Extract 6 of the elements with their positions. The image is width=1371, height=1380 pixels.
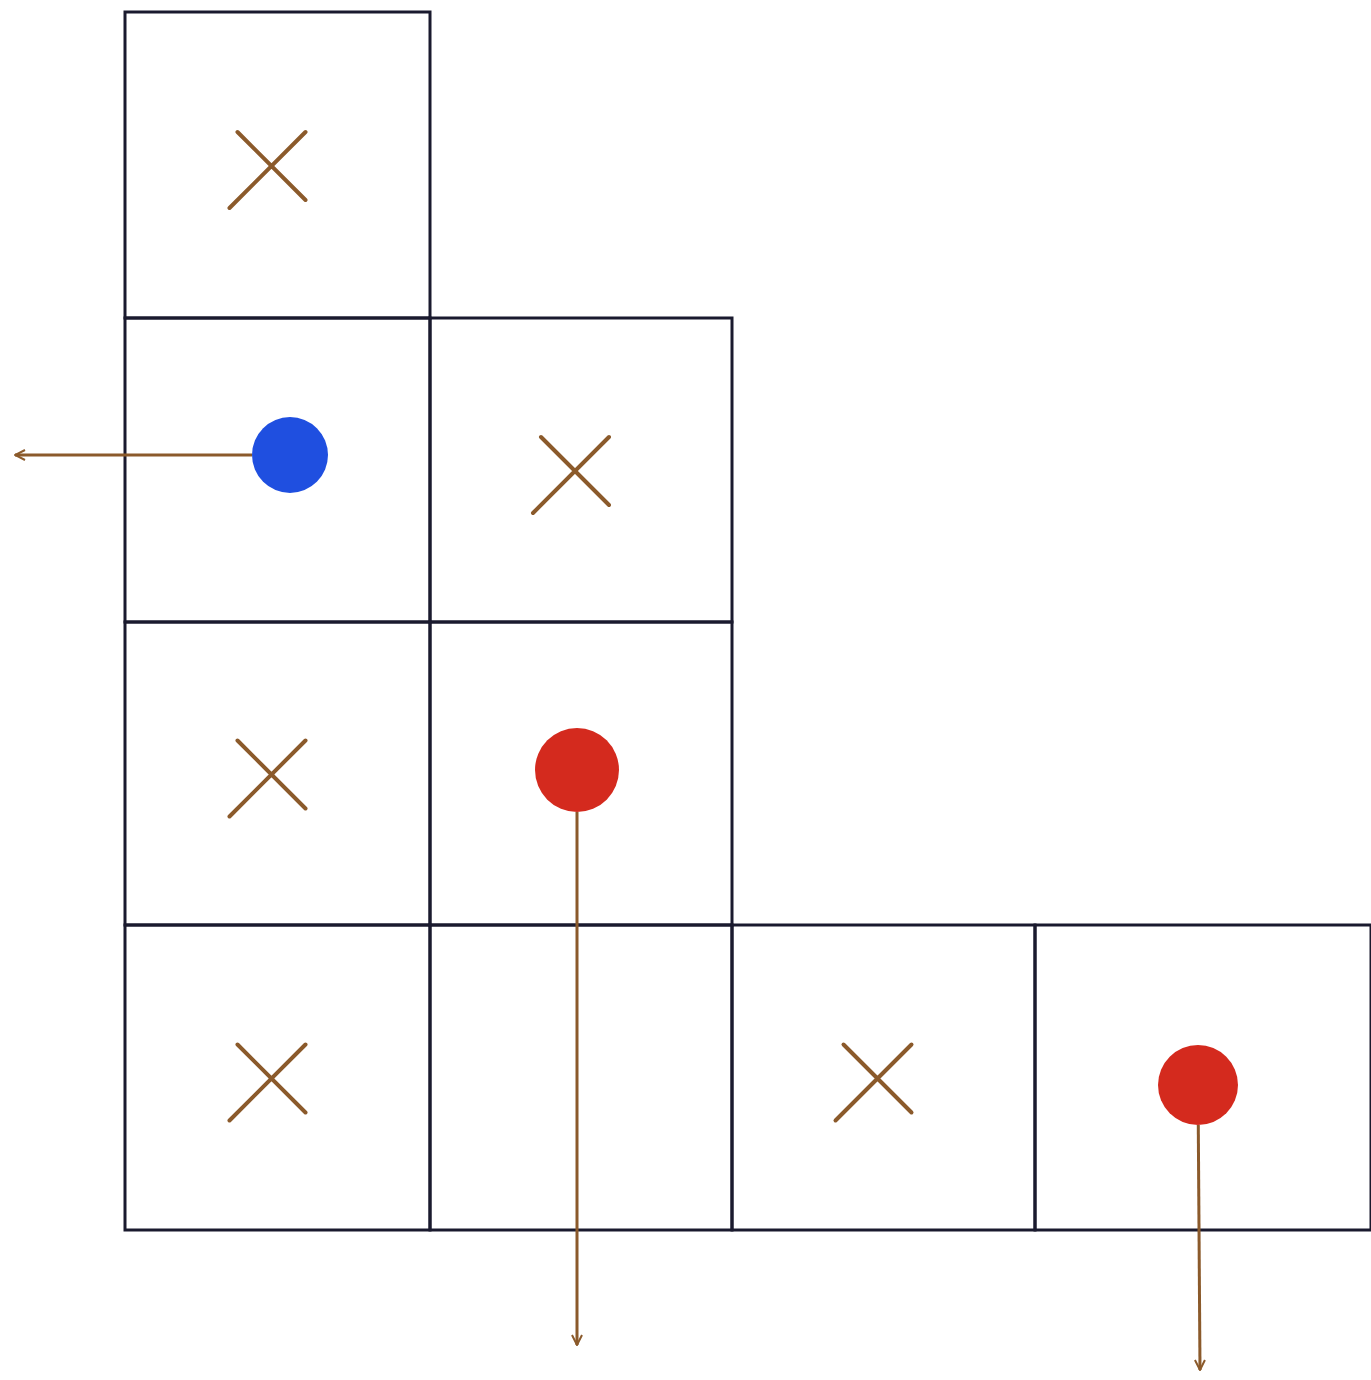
dot [535,728,619,812]
arrow [1193,1125,1206,1371]
arrow [571,812,583,1346]
dot [1158,1045,1238,1125]
dot [252,417,328,493]
arrow [14,449,252,461]
